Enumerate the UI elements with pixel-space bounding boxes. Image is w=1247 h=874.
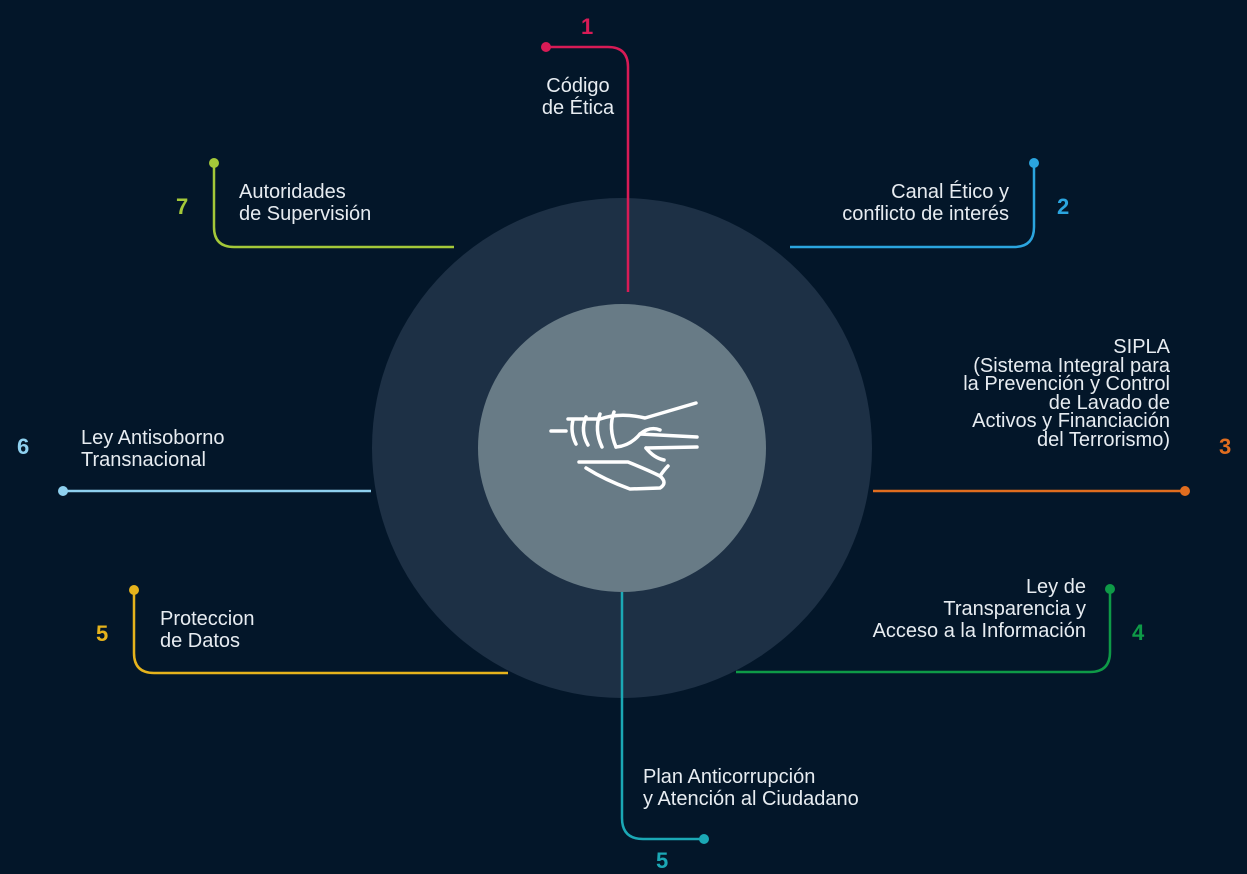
- connector-dot-5-left: [129, 585, 139, 595]
- item-6-number: 6: [17, 434, 30, 459]
- item-5-bottom-label: Plan Anticorrupción y Atención al Ciudad…: [643, 766, 859, 810]
- item-2-label: Canal Ético y conflicto de interés: [842, 181, 1009, 225]
- item-4-label: Ley de Transparencia y Acceso a la Infor…: [872, 576, 1086, 642]
- inner-circle: [478, 304, 766, 592]
- item-6-label: Ley Antisoborno Transnacional: [81, 427, 225, 471]
- item-5-left-number: 5: [96, 621, 109, 646]
- connector-2: [790, 163, 1036, 249]
- connector-dot-4: [1105, 584, 1115, 594]
- connector-5-bottom: [620, 592, 704, 841]
- item-3-number: 3: [1219, 434, 1232, 459]
- item-5-bottom-number: 5: [656, 848, 669, 873]
- item-1-number: 1: [581, 14, 594, 39]
- connector-dot-3: [1180, 486, 1190, 496]
- connector-4: [736, 589, 1112, 674]
- item-7-number: 7: [176, 194, 189, 219]
- item-2-number: 2: [1057, 194, 1070, 219]
- item-7-label: Autoridades de Supervisión: [239, 181, 372, 225]
- handshake-icon: [549, 401, 699, 491]
- item-4-number: 4: [1132, 620, 1145, 645]
- connector-7: [212, 163, 454, 249]
- connector-5-left: [132, 590, 508, 675]
- connector-dot-2: [1029, 158, 1039, 168]
- connector-dot-5-bottom: [699, 834, 709, 844]
- item-1-label: Código de Ética: [541, 75, 615, 119]
- item-5-left-label: Proteccion de Datos: [160, 608, 255, 652]
- connector-dot-6: [58, 486, 68, 496]
- connector-1: [546, 45, 630, 292]
- connector-dot-1: [541, 42, 551, 52]
- connector-dot-7: [209, 158, 219, 168]
- item-3-label: SIPLA (Sistema Integral para la Prevenci…: [963, 336, 1170, 451]
